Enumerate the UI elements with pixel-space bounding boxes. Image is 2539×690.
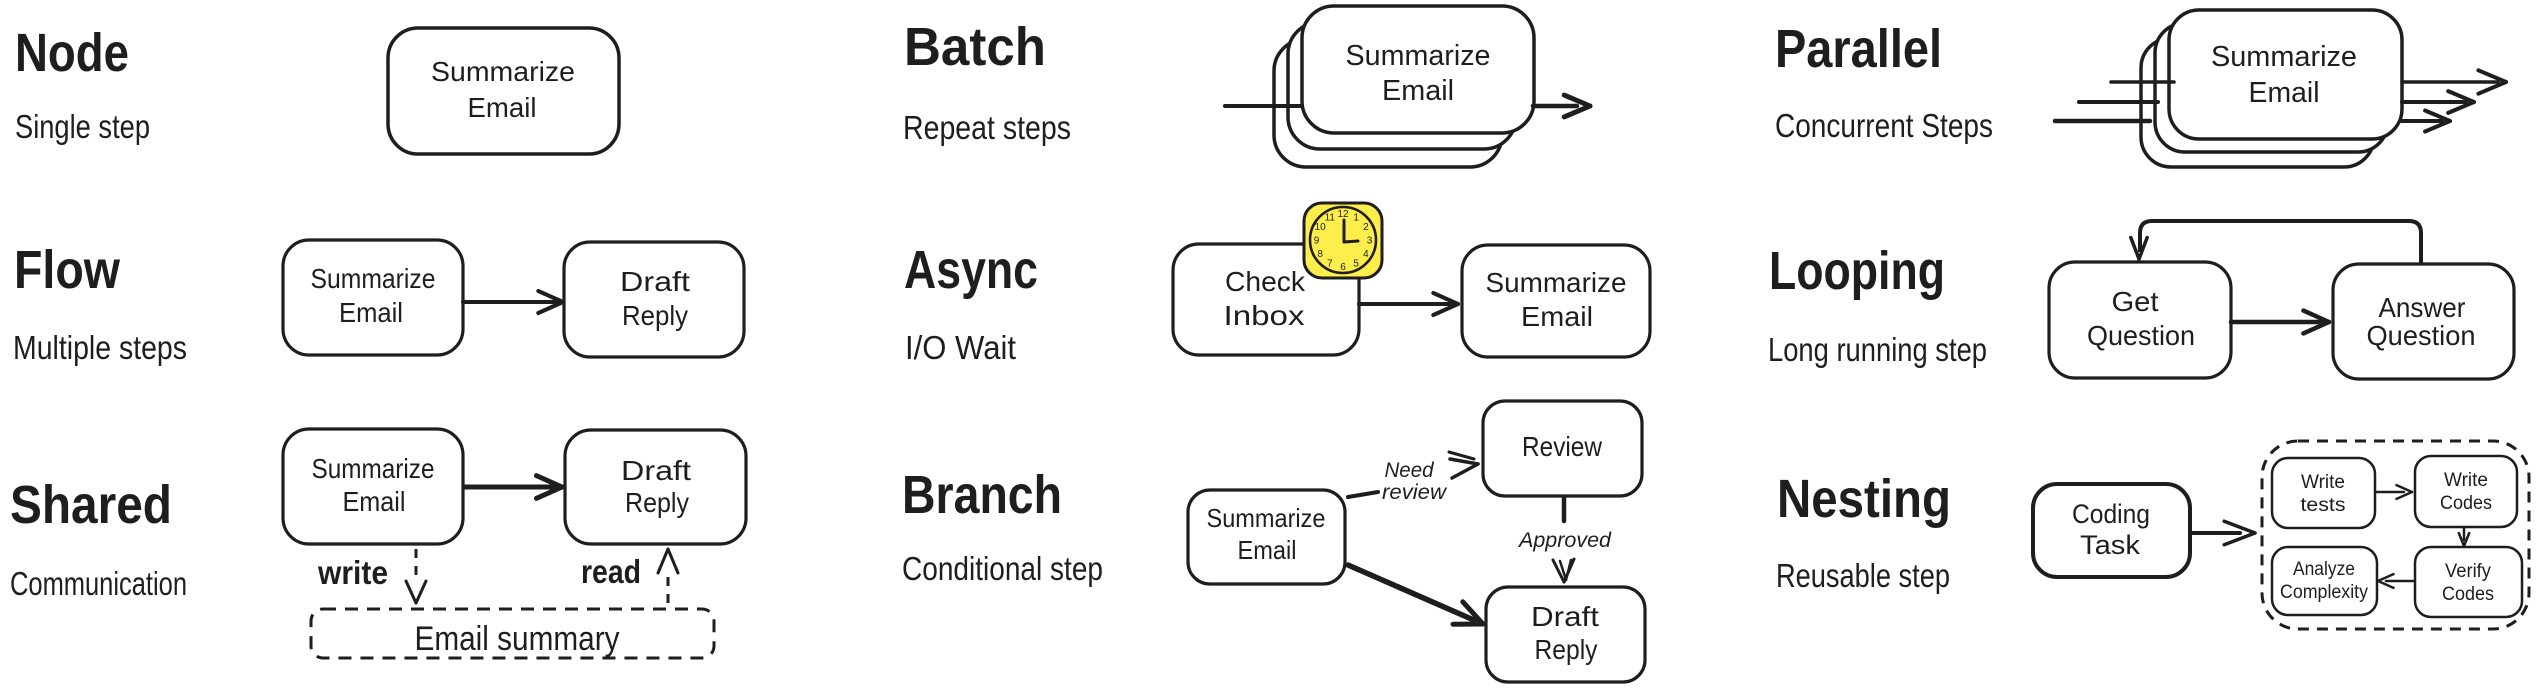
- svg-text:5: 5: [1353, 258, 1359, 269]
- svg-text:2: 2: [1363, 222, 1369, 233]
- svg-text:Conditional step: Conditional step: [902, 550, 1103, 587]
- svg-text:Looping: Looping: [1769, 241, 1945, 301]
- svg-text:Single step: Single step: [15, 108, 150, 145]
- svg-text:Email: Email: [2249, 77, 2320, 109]
- svg-text:8: 8: [1317, 249, 1323, 260]
- svg-text:1: 1: [1353, 213, 1359, 224]
- svg-text:11: 11: [1325, 213, 1336, 224]
- svg-text:Coding: Coding: [2072, 499, 2150, 529]
- svg-text:read: read: [581, 553, 641, 590]
- svg-text:Write: Write: [2301, 472, 2345, 493]
- svg-text:Email: Email: [1238, 535, 1297, 565]
- svg-text:Summarize: Summarize: [1486, 267, 1627, 298]
- svg-text:Batch: Batch: [904, 17, 1046, 77]
- svg-text:Verify: Verify: [2445, 561, 2491, 582]
- svg-text:Write: Write: [2444, 470, 2488, 491]
- svg-text:Communication: Communication: [10, 565, 187, 602]
- svg-text:Get: Get: [2112, 286, 2159, 317]
- svg-text:Email: Email: [1521, 301, 1593, 332]
- svg-text:Nesting: Nesting: [1777, 469, 1951, 529]
- svg-text:Summarize: Summarize: [1207, 503, 1326, 533]
- svg-text:Answer: Answer: [2379, 292, 2466, 323]
- svg-text:Summarize: Summarize: [431, 56, 575, 87]
- svg-text:write: write: [317, 554, 388, 591]
- svg-text:Summarize: Summarize: [2211, 41, 2357, 73]
- svg-text:Complexity: Complexity: [2280, 582, 2368, 603]
- svg-text:Reply: Reply: [625, 487, 689, 518]
- svg-text:Task: Task: [2080, 530, 2141, 560]
- svg-text:Node: Node: [15, 23, 129, 83]
- svg-text:Async: Async: [904, 240, 1038, 300]
- svg-text:Codes: Codes: [2440, 493, 2492, 514]
- svg-text:I/O Wait: I/O Wait: [905, 329, 1016, 366]
- svg-text:6: 6: [1340, 262, 1346, 273]
- svg-text:Concurrent Steps: Concurrent Steps: [1775, 107, 1993, 144]
- svg-text:Summarize: Summarize: [1346, 40, 1491, 72]
- svg-text:Email: Email: [343, 486, 406, 517]
- svg-text:Reply: Reply: [622, 300, 688, 331]
- svg-text:tests: tests: [2301, 495, 2346, 516]
- svg-text:7: 7: [1327, 258, 1333, 269]
- svg-text:3: 3: [1367, 236, 1373, 247]
- svg-text:Email: Email: [339, 297, 403, 328]
- svg-text:Parallel: Parallel: [1775, 19, 1942, 79]
- svg-text:9: 9: [1314, 236, 1320, 247]
- svg-text:Summarize: Summarize: [312, 453, 435, 484]
- svg-text:Codes: Codes: [2442, 584, 2494, 605]
- svg-text:Repeat steps: Repeat steps: [903, 109, 1071, 146]
- svg-text:Draft: Draft: [621, 455, 691, 486]
- svg-text:Reusable step: Reusable step: [1776, 557, 1950, 594]
- svg-text:Email: Email: [1382, 75, 1454, 107]
- svg-text:Analyze: Analyze: [2293, 559, 2355, 580]
- svg-text:Shared: Shared: [10, 475, 172, 535]
- svg-text:review: review: [1382, 481, 1448, 504]
- svg-text:Long running step: Long running step: [1768, 331, 1987, 368]
- svg-text:4: 4: [1363, 249, 1369, 260]
- svg-text:10: 10: [1315, 222, 1327, 233]
- svg-text:Question: Question: [2367, 320, 2476, 351]
- svg-text:Summarize: Summarize: [311, 263, 436, 294]
- svg-text:Inbox: Inbox: [1224, 300, 1305, 331]
- svg-text:Need: Need: [1385, 459, 1435, 482]
- svg-text:Draft: Draft: [1531, 601, 1599, 632]
- svg-text:Branch: Branch: [902, 465, 1062, 525]
- svg-text:12: 12: [1337, 209, 1349, 220]
- svg-text:Review: Review: [1522, 431, 1603, 462]
- svg-text:Draft: Draft: [620, 266, 690, 297]
- svg-text:Multiple steps: Multiple steps: [13, 329, 187, 366]
- svg-text:Email summary: Email summary: [415, 620, 620, 658]
- svg-text:Approved: Approved: [1517, 529, 1612, 552]
- svg-text:Reply: Reply: [1535, 634, 1598, 665]
- svg-text:Email: Email: [468, 92, 537, 123]
- svg-text:Check: Check: [1225, 266, 1306, 297]
- svg-text:Question: Question: [2087, 320, 2195, 351]
- svg-text:Flow: Flow: [14, 240, 121, 300]
